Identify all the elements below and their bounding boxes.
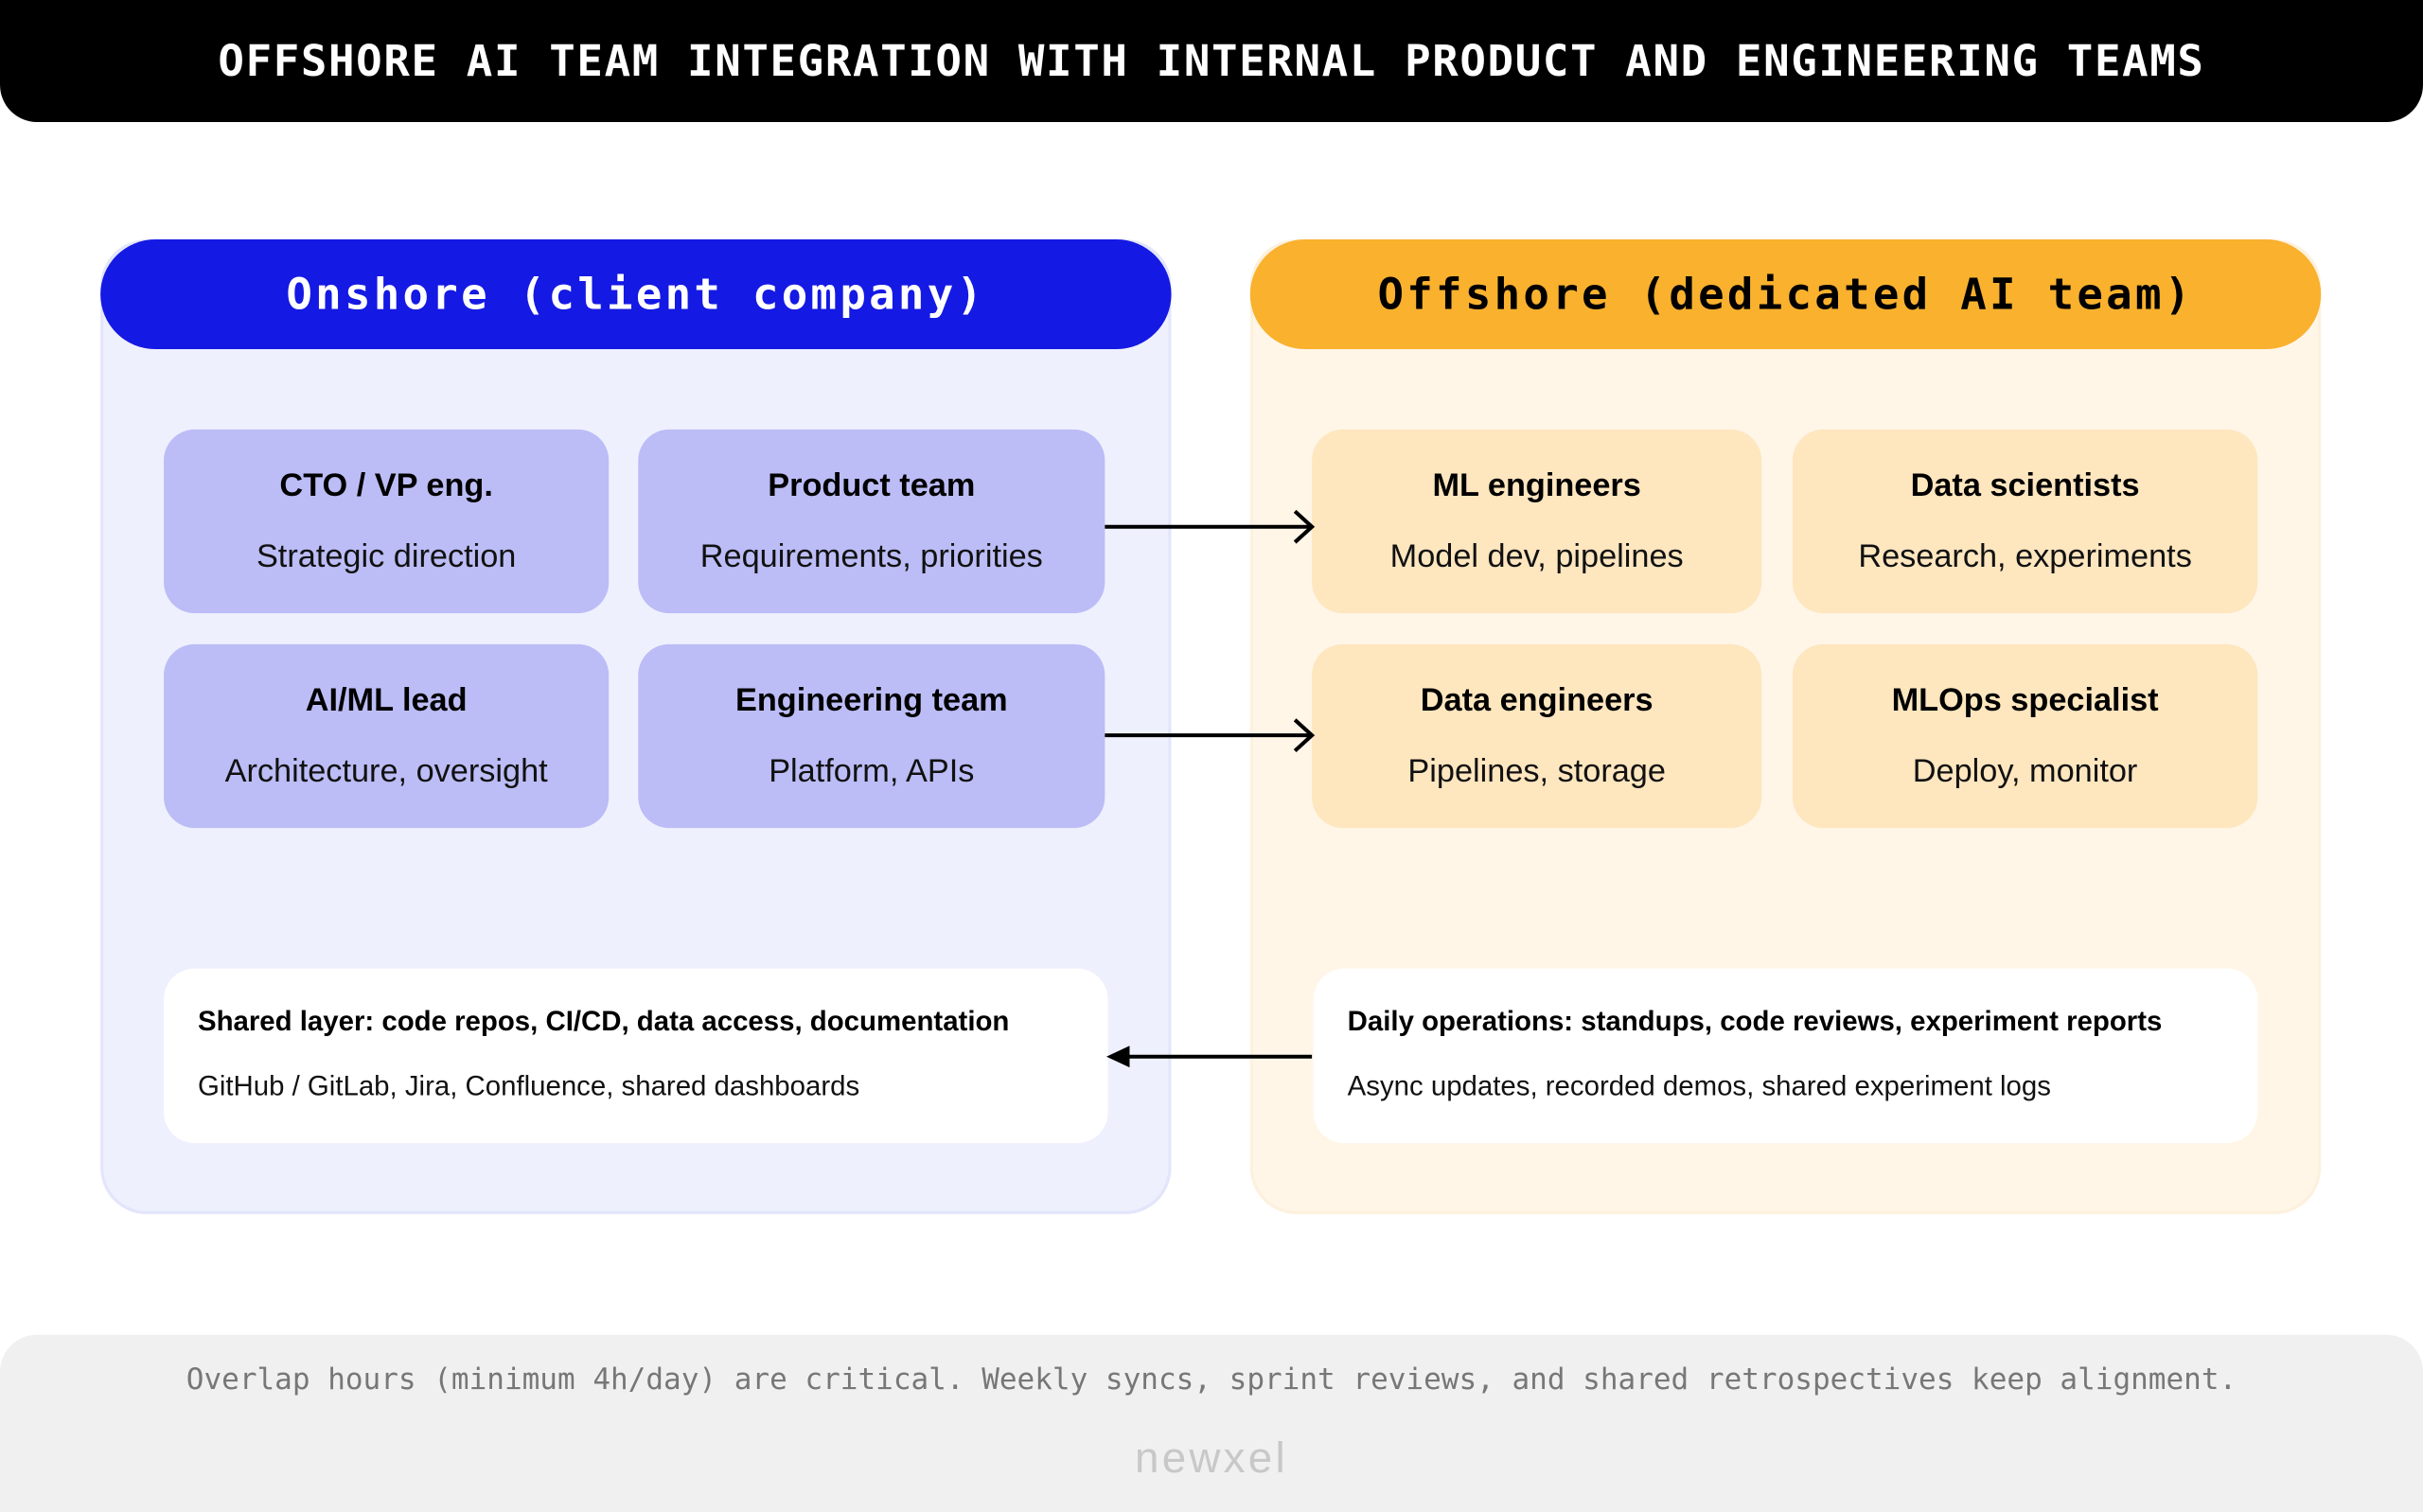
brand-logo: newxel [1135, 1433, 1288, 1482]
daily-operations-title: Daily operations: standups, code reviews… [1347, 1005, 2163, 1037]
card-subtitle: Pipelines, storage [1407, 752, 1666, 789]
card-subtitle: Model dev, pipelines [1389, 537, 1684, 574]
shared-layer-title: Shared layer: code repos, CI/CD, data ac… [197, 1005, 1010, 1037]
card-engineering-team: Engineering team Platform, APIs [638, 643, 1105, 829]
arrow-engineering-to-data-engineers [1105, 718, 1316, 752]
card-title: Engineering team [734, 681, 1008, 718]
card-product-team: Product team Requirements, priorities [638, 429, 1105, 614]
card-subtitle: Deploy, monitor [1912, 752, 2138, 789]
page-title: OFFSHORE AI TEAM INTEGRATION WITH INTERN… [218, 35, 2205, 87]
card-mlops-specialist: MLOps specialist Deploy, monitor [1792, 643, 2258, 829]
arrow-product-to-ml-engineers [1105, 509, 1316, 544]
card-title: ML engineers [1432, 466, 1641, 503]
onshore-panel-header: Onshore (client company) [100, 239, 1172, 349]
card-ai-ml-lead: AI/ML lead Architecture, oversight [164, 643, 610, 829]
card-title: Data scientists [1910, 466, 2140, 503]
card-title: AI/ML lead [305, 681, 468, 718]
header-bar: OFFSHORE AI TEAM INTEGRATION WITH INTERN… [0, 0, 2423, 122]
footer: Overlap hours (minimum 4h/day) are criti… [0, 1334, 2423, 1512]
card-title: CTO / VP eng. [279, 466, 493, 503]
footer-note: Overlap hours (minimum 4h/day) are criti… [186, 1362, 2237, 1397]
daily-operations-box: Daily operations: standups, code reviews… [1313, 968, 2258, 1144]
card-title: Data engineers [1420, 681, 1654, 718]
card-subtitle: Requirements, priorities [699, 537, 1043, 574]
card-ml-engineers: ML engineers Model dev, pipelines [1312, 429, 1762, 614]
shared-layer-subtitle: GitHub / GitLab, Jira, Confluence, share… [197, 1070, 860, 1102]
card-data-engineers: Data engineers Pipelines, storage [1312, 643, 1762, 829]
card-subtitle: Strategic direction [256, 537, 517, 574]
card-data-scientists: Data scientists Research, experiments [1792, 429, 2258, 614]
card-subtitle: Platform, APIs [769, 752, 975, 789]
card-title: Product team [768, 466, 976, 503]
card-cto: CTO / VP eng. Strategic direction [164, 429, 610, 614]
card-subtitle: Research, experiments [1858, 537, 2192, 574]
card-subtitle: Architecture, oversight [224, 752, 548, 789]
arrow-operations-to-shared-layer [1105, 1046, 1313, 1068]
offshore-panel-header: Offshore (dedicated AI team) [1249, 239, 2322, 349]
daily-operations-subtitle: Async updates, recorded demos, shared ex… [1347, 1070, 2051, 1102]
card-title: MLOps specialist [1891, 681, 2159, 718]
shared-layer-box: Shared layer: code repos, CI/CD, data ac… [164, 968, 1108, 1144]
